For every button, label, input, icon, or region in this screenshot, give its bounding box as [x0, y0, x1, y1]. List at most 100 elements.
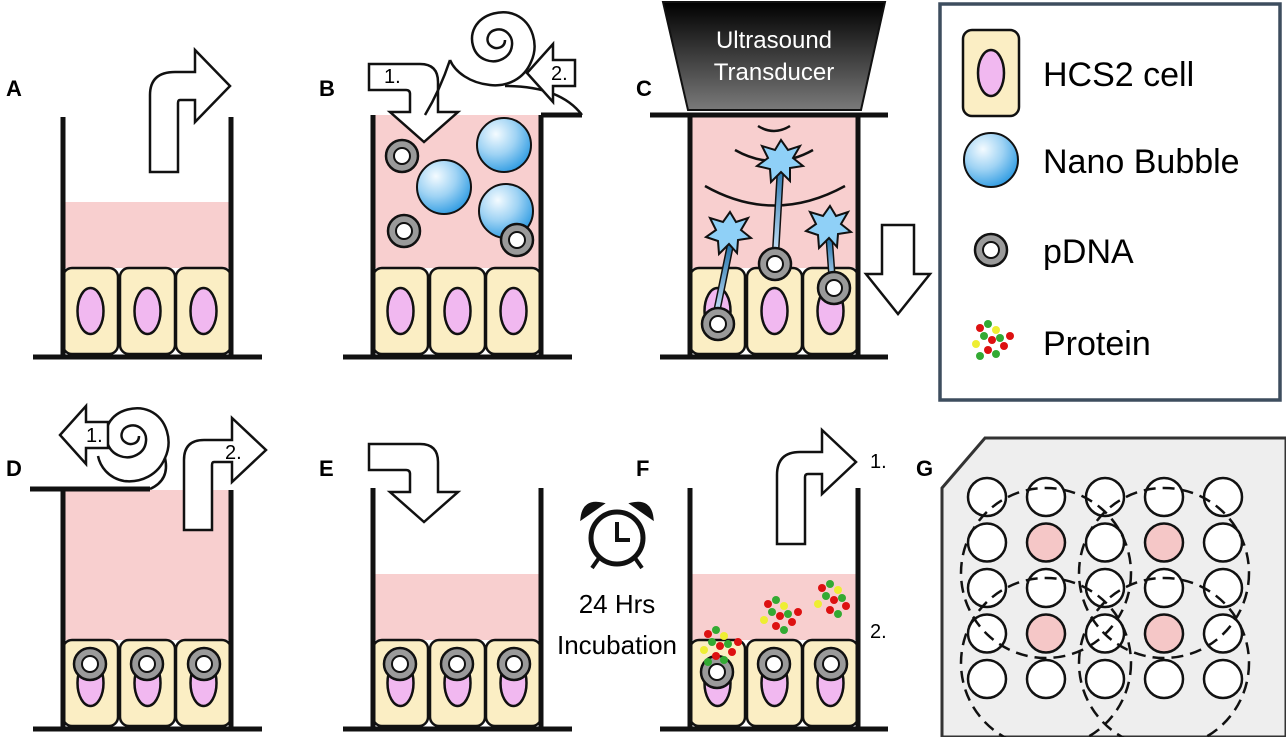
panel-b: B 1. 2.	[319, 11, 583, 360]
panel-c: C Ultrasound Transducer	[636, 1, 933, 360]
plate-well	[1025, 567, 1067, 609]
plate-well	[966, 522, 1008, 563]
nucleus	[499, 286, 528, 336]
dashed-group-circle	[1077, 576, 1251, 737]
plate-well-treated	[1143, 522, 1185, 563]
panel-label-b: B	[319, 76, 335, 101]
plate-well	[1143, 567, 1185, 609]
panel-label-g: G	[916, 456, 933, 481]
down-arrow-icon	[863, 223, 933, 317]
alarm-clock-icon	[580, 501, 654, 570]
add-medium-arrow-icon	[367, 442, 462, 524]
plate-well	[966, 476, 1008, 518]
panel-a: A	[6, 46, 262, 360]
pdna-icon	[186, 646, 222, 682]
nucleus	[760, 286, 789, 336]
mixing-spiral-icon	[448, 11, 536, 87]
panel-label-e: E	[319, 456, 334, 481]
bubble-burst-icon	[754, 138, 806, 185]
pdna-icon	[816, 270, 852, 306]
mix-arrow-icon	[525, 40, 577, 106]
protein-icon	[760, 596, 802, 634]
legend-label: Protein	[1043, 325, 1151, 363]
dashed-group-circle	[959, 576, 1133, 737]
pdna-icon	[757, 246, 793, 282]
well-wall	[650, 112, 888, 360]
legend-label: Nano Bubble	[1043, 143, 1240, 181]
panel-f: F	[636, 427, 888, 732]
plate-well	[966, 658, 1008, 700]
well-wall	[30, 486, 262, 732]
dashed-overlays	[959, 486, 1251, 737]
transducer-label: Ultrasound	[716, 27, 832, 54]
ultrasound-transducer	[661, 1, 887, 111]
well-wall	[33, 117, 262, 360]
nucleus	[443, 286, 472, 336]
culture-medium	[63, 202, 231, 268]
legend-label: HCS2 cell	[1043, 56, 1194, 94]
left-arrow-icon	[58, 402, 110, 468]
pdna-icon	[973, 232, 1009, 268]
step-label: 1.	[86, 425, 103, 447]
incubation-label: Incubation	[557, 630, 677, 660]
plate-well	[1025, 476, 1067, 518]
step-label: 1.	[384, 66, 401, 88]
plate-well	[1084, 658, 1126, 700]
well-wall	[343, 112, 582, 360]
protein-icon	[972, 320, 1014, 360]
panel-e: E 24 Hrs Incubation	[319, 442, 677, 732]
nano-bubble-icon	[963, 132, 1019, 188]
add-pdna-arrow-icon	[367, 62, 462, 144]
panel-g: G	[916, 436, 1286, 737]
panel-label-f: F	[636, 456, 649, 481]
nano-bubble-icon	[416, 159, 472, 215]
plate-well	[1025, 658, 1067, 700]
panel-label-c: C	[636, 76, 652, 101]
legend-label: pDNA	[1043, 233, 1134, 271]
step-label: 2.	[870, 621, 887, 643]
plate-well-treated	[1025, 522, 1067, 563]
pdna-icon	[439, 646, 475, 682]
nucleus	[133, 286, 162, 336]
cell-row	[61, 266, 233, 356]
pdna-icon	[496, 646, 532, 682]
plate-well	[1143, 658, 1185, 700]
nucleus	[386, 286, 415, 336]
protein-icon	[814, 580, 850, 618]
dashed-group-circle	[1077, 486, 1251, 660]
pdna-icon	[382, 646, 418, 682]
hcs2-cell-icon	[961, 28, 1021, 118]
step-label: 1.	[870, 451, 887, 473]
plate-well-treated	[1025, 613, 1067, 654]
plate-well	[1143, 476, 1185, 518]
cell-row	[371, 266, 543, 356]
remove-medium-arrow-icon	[148, 46, 232, 174]
spiral-tail	[149, 457, 168, 491]
nucleus	[76, 286, 105, 336]
nano-bubble-icon	[476, 117, 532, 173]
pdna-icon	[384, 138, 420, 174]
protein-icon	[700, 626, 742, 666]
panel-d: D 1. 2.	[6, 402, 268, 732]
bubble-burst-icon	[803, 204, 854, 251]
remove-arrow-icon	[182, 415, 268, 532]
dashed-group-circle	[959, 486, 1133, 660]
culture-medium	[373, 574, 541, 640]
step-label: 2.	[225, 442, 242, 464]
collect-supernatant-arrow-icon	[775, 427, 858, 546]
pdna-icon	[386, 213, 422, 249]
plate-well	[1202, 658, 1244, 700]
legend: HCS2 cell Nano Bubble pDNA Protein	[938, 2, 1282, 402]
step-label: 2.	[551, 63, 568, 85]
pdna-icon	[700, 306, 736, 342]
panel-label-d: D	[6, 456, 22, 481]
pdna-icon	[129, 646, 165, 682]
well-wall	[343, 488, 572, 732]
nucleus	[189, 286, 218, 336]
plate-well	[966, 567, 1008, 609]
transducer-label: Transducer	[714, 59, 835, 86]
pdna-icon	[72, 646, 108, 682]
pdna-icon	[756, 646, 792, 682]
pdna-icon	[813, 646, 849, 682]
